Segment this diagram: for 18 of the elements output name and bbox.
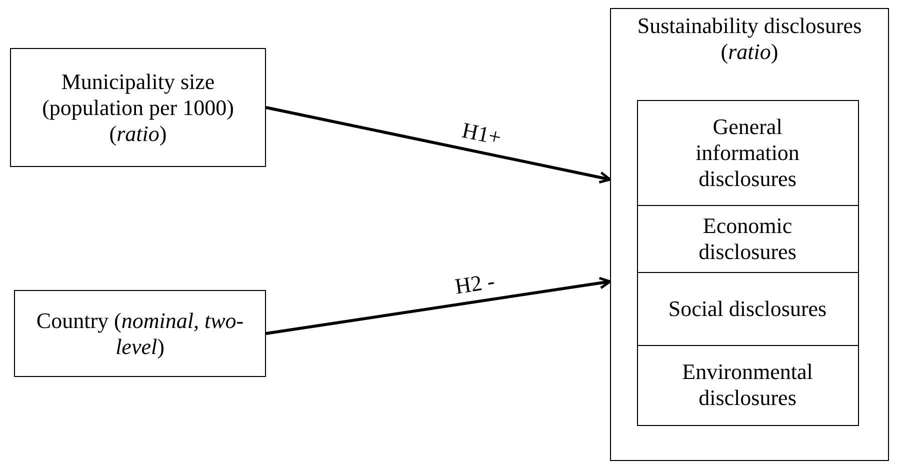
variable-box: [14, 290, 266, 377]
group-box: [610, 8, 889, 461]
group-heading: Sustainability disclosures (ratio): [636, 13, 863, 65]
variable-box: [10, 48, 266, 167]
arrow: [266, 276, 612, 335]
variable-box: [636, 344, 858, 426]
variable-box: [636, 100, 858, 206]
variable-label: Economic disclosures: [698, 212, 798, 264]
arrow: [266, 106, 612, 184]
variable-label: Country (nominal, two-level): [35, 308, 245, 360]
variable-label: Municipality size (population per 1000) (ratio): [41, 68, 235, 146]
variable-box: [636, 272, 858, 346]
edge-label: H1+: [460, 118, 504, 151]
variable-box: [636, 204, 858, 272]
edge-label: H2 -: [454, 268, 497, 300]
variable-label: General information disclosures: [694, 114, 800, 192]
variable-label: Social disclosures: [668, 296, 828, 322]
variable-label: Environmental disclosures: [681, 359, 814, 411]
